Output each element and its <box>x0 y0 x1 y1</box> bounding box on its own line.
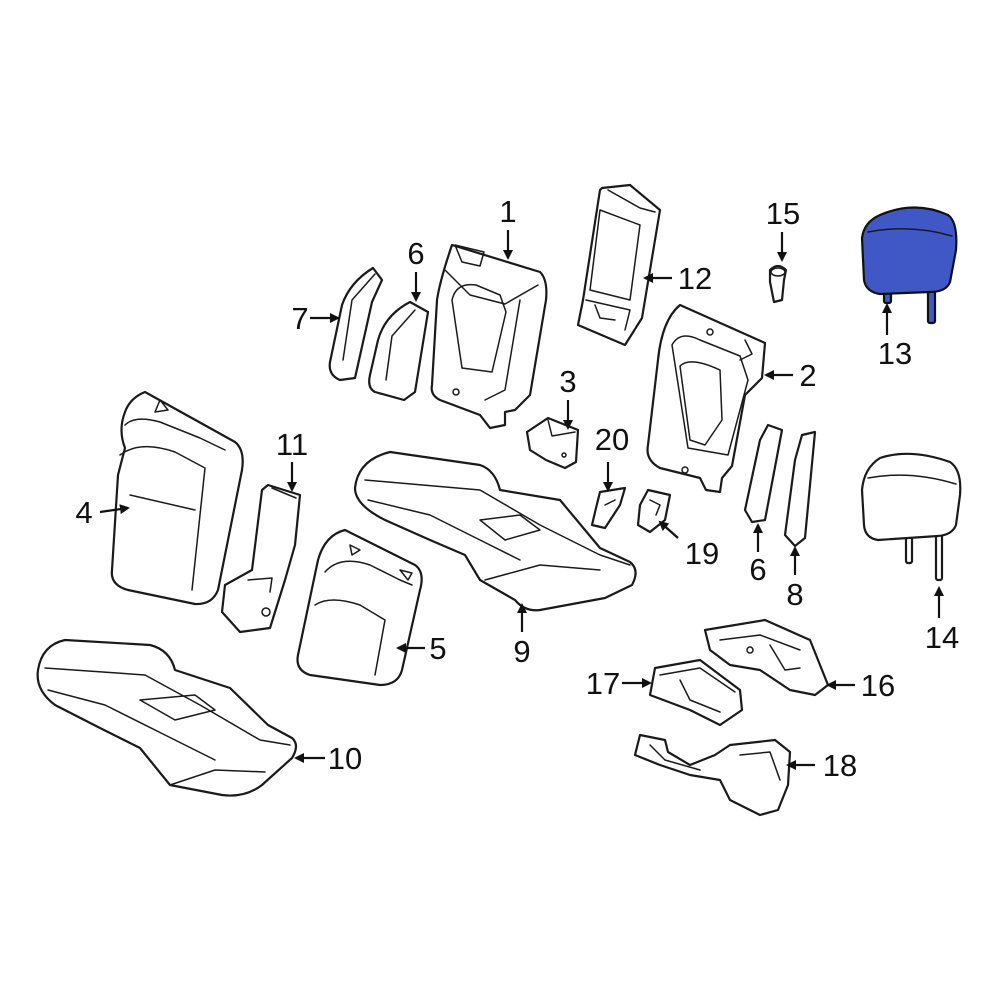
part-20-bracket <box>590 486 627 530</box>
callout-7: 7 <box>291 301 308 336</box>
part-2-backrest-right <box>646 303 767 494</box>
part-15-clip <box>768 264 788 304</box>
callout-14: 14 <box>925 620 959 655</box>
callout-17: 17 <box>586 666 620 701</box>
part-12-armrest-panel <box>576 183 662 347</box>
part-17-module <box>648 658 744 727</box>
callout-leaders <box>99 230 944 770</box>
part-1-backrest-cover <box>430 243 548 430</box>
part-9-seat-cushion <box>353 450 637 612</box>
callout-10: 10 <box>328 741 362 776</box>
part-14-headrest-rear <box>860 452 962 582</box>
callout-20: 20 <box>595 422 629 457</box>
headrest-cushion <box>860 206 958 296</box>
callout-6-upper: 6 <box>407 236 424 271</box>
part-11-armrest-holder <box>220 483 302 634</box>
part-16-bracket-plate <box>703 618 830 697</box>
part-13-headrest <box>860 206 958 325</box>
callout-2: 2 <box>799 358 816 393</box>
callout-4: 4 <box>75 495 92 530</box>
callout-11: 11 <box>276 427 308 462</box>
callout-16: 16 <box>861 668 895 703</box>
part-3-bracket <box>525 416 580 470</box>
callout-13: 13 <box>878 336 912 371</box>
callout-19: 19 <box>685 536 719 571</box>
callout-3: 3 <box>559 364 576 399</box>
part-6-side-trim-lower <box>743 423 784 524</box>
part-7-side-trim <box>328 266 384 382</box>
callout-6-lower: 6 <box>749 552 766 587</box>
callout-5: 5 <box>429 631 446 666</box>
part-18-wiring-harness <box>633 733 792 817</box>
callout-9: 9 <box>513 634 530 669</box>
part-8-side-trim <box>783 430 817 548</box>
callout-15: 15 <box>766 196 800 231</box>
callout-8: 8 <box>786 577 803 612</box>
callout-12: 12 <box>678 261 712 296</box>
part-4-backrest-left <box>110 390 244 606</box>
part-10-seat-cushion-left <box>36 638 298 797</box>
part-5-backrest-lower <box>296 528 423 687</box>
callout-18: 18 <box>823 748 857 783</box>
part-6-side-bolster-upper <box>368 300 430 402</box>
callout-labels: 1 2 3 4 5 6 6 7 8 9 10 11 12 13 14 15 16… <box>75 194 959 783</box>
callout-1: 1 <box>499 194 516 229</box>
